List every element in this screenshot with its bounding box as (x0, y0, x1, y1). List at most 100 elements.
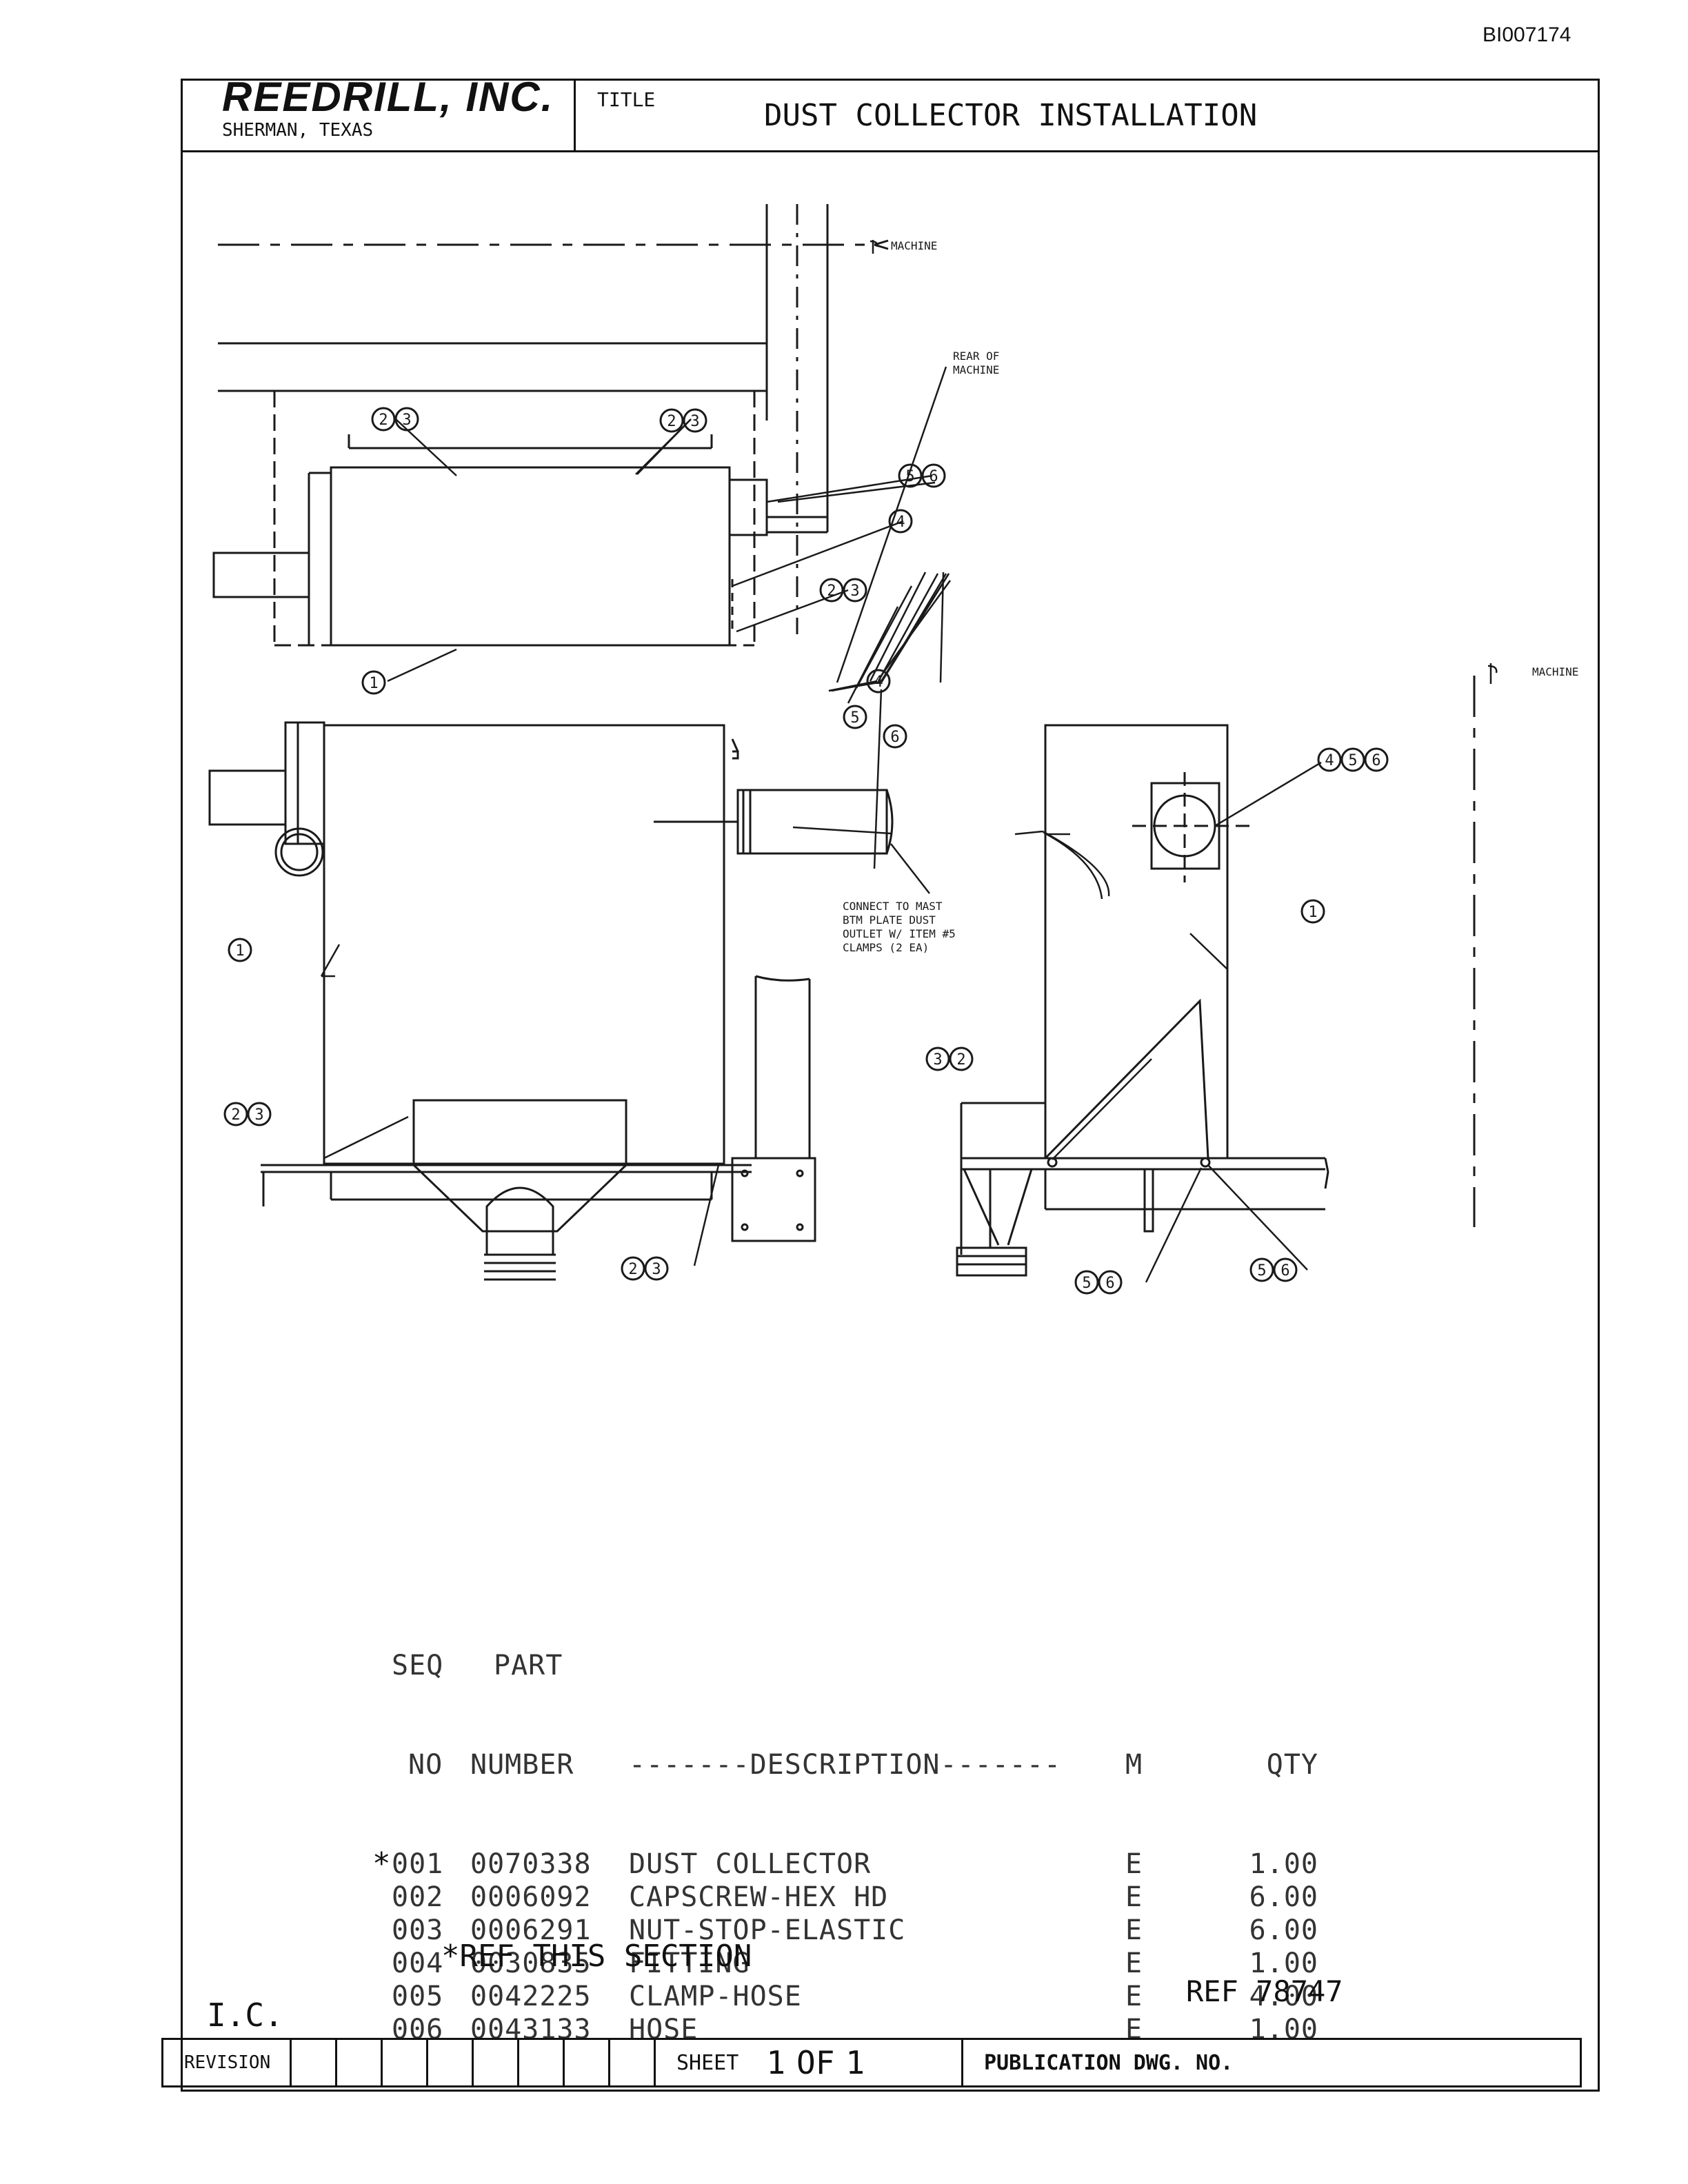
title-label: TITLE (597, 88, 656, 111)
company-location: SHERMAN, TEXAS (222, 120, 374, 141)
row-part-number: 0070338 (470, 1848, 592, 1880)
row-description: CAPSCREW-HEX HD (629, 1881, 889, 1913)
top-view (212, 204, 889, 648)
revision-box (474, 2040, 519, 2085)
row-part-number: 0030835 (470, 1948, 592, 1979)
revision-box (519, 2040, 565, 2085)
svg-text:6: 6 (1280, 1262, 1289, 1280)
balloon-group-32-side: 3 2 (925, 1046, 974, 1071)
balloon-4-top: 4 (888, 509, 913, 534)
item-balloons: 2 3 2 3 5 6 4 2 3 1 4 5 6 4 (223, 407, 1389, 1295)
leader-23-top (636, 418, 692, 475)
leader-56-side-left (1145, 1167, 1203, 1283)
initials: I.C. (207, 1996, 283, 2034)
revision-bar: REVISION SHEET 1 OF 1 PUBLICATION DWG. N… (161, 2038, 1582, 2087)
svg-text:2: 2 (956, 1051, 965, 1069)
centerline-symbols (870, 240, 1498, 684)
row-mark (372, 1947, 386, 1980)
row-part-number: 0006092 (470, 1881, 592, 1913)
sheet-cell: SHEET 1 OF 1 (656, 2040, 963, 2085)
row-mark: * (372, 1846, 392, 1881)
leader-56-side-right (1207, 1164, 1308, 1271)
leader-23-front-left (323, 1115, 409, 1160)
sheet-number: 1 (766, 2044, 786, 2081)
row-part-number: 0043133 (470, 2014, 592, 2045)
row-mark (372, 1914, 386, 1947)
balloon-group-23-top-side: 2 3 (819, 578, 867, 603)
row-mark (372, 1980, 386, 2013)
svg-text:1: 1 (369, 675, 378, 692)
row-m: E (1125, 1914, 1143, 1946)
revision-label: REVISION (163, 2040, 292, 2085)
balloon-4-front: 4 (866, 669, 891, 694)
svg-text:6: 6 (1105, 1275, 1114, 1292)
row-qty: 4.00 (1249, 1981, 1318, 2012)
svg-text:2: 2 (667, 413, 676, 430)
ref-section-note: *REF THIS SECTION (441, 1939, 752, 1974)
revision-box (428, 2040, 474, 2085)
svg-text:2: 2 (628, 1261, 637, 1278)
row-m: E (1125, 1881, 1143, 1913)
row-m: E (1125, 1848, 1143, 1880)
row-qty: 1.00 (1249, 2014, 1318, 2045)
balloon-1-top: 1 (361, 670, 386, 695)
row-description: HOSE (629, 2014, 699, 2045)
connect-leader (1043, 831, 1103, 900)
svg-text:5: 5 (905, 468, 914, 485)
drawing-frame (181, 79, 1600, 2092)
balloon-1-side: 1 (1300, 899, 1325, 924)
svg-text:2: 2 (827, 583, 836, 600)
connect-note-line-3: OUTLET W/ ITEM #5 (843, 927, 956, 940)
row-seq: 004 (392, 1948, 444, 1979)
revision-box (610, 2040, 656, 2085)
row-m: E (1125, 2014, 1143, 2045)
row-description: NUT-STOP-ELASTIC (629, 1914, 906, 1946)
row-qty: 6.00 (1249, 1914, 1318, 1946)
balloon-1-front: 1 (228, 938, 252, 962)
row-qty: 6.00 (1249, 1881, 1318, 1913)
machine-centerline-label-right: MACHINE (1532, 665, 1578, 678)
row-seq: 003 (392, 1914, 444, 1946)
ref-number: REF 78747 (1186, 1974, 1343, 2008)
balloon-group-56-side-right: 5 6 (1249, 1257, 1298, 1282)
sheet-label: SHEET (676, 2050, 739, 2075)
svg-text:1: 1 (235, 942, 244, 960)
balloon-6-front: 6 (883, 724, 907, 749)
row-m: E (1125, 1948, 1143, 1979)
svg-text:3: 3 (933, 1051, 942, 1069)
row-seq: 001 (392, 1848, 444, 1880)
row-description: CLAMP-HOSE (629, 1981, 802, 2012)
svg-text:6: 6 (929, 468, 938, 485)
leader-456-side (1214, 761, 1322, 827)
row-qty: 1.00 (1249, 1948, 1318, 1979)
row-seq: 006 (392, 2014, 444, 2045)
svg-text:3: 3 (690, 413, 699, 430)
leader-1-front (320, 944, 341, 978)
row-qty: 1.00 (1249, 1848, 1318, 1880)
row-seq: 005 (392, 1981, 444, 2012)
row-part-number: 0042225 (470, 1981, 592, 2012)
balloon-5-front: 5 (843, 705, 867, 729)
svg-text:5: 5 (850, 709, 859, 727)
drawing-title: DUST COLLECTOR INSTALLATION (764, 98, 1258, 133)
parts-header-row-1: SEQ PART (392, 1650, 563, 1681)
balloon-group-23-front-left: 2 3 (223, 1102, 272, 1126)
sheet-total: 1 (845, 2044, 865, 2081)
company-name: REEDRILL, INC. (222, 74, 554, 120)
svg-text:2: 2 (231, 1106, 240, 1124)
sheet-of: OF (796, 2044, 835, 2081)
title-block-separator (574, 79, 576, 150)
leader-connect-note (890, 843, 930, 894)
parts-header-row-2: NO NUMBER -------DESCRIPTION------- M QT… (408, 1749, 1318, 1781)
balloon-group-56-side-left: 5 6 (1074, 1270, 1123, 1295)
svg-text:5: 5 (1082, 1275, 1091, 1292)
rear-of-machine-label-2: MACHINE (953, 363, 999, 376)
rear-of-machine-label-1: REAR OF (953, 350, 999, 363)
svg-text:4: 4 (1325, 752, 1334, 769)
row-mark (372, 1881, 386, 1914)
